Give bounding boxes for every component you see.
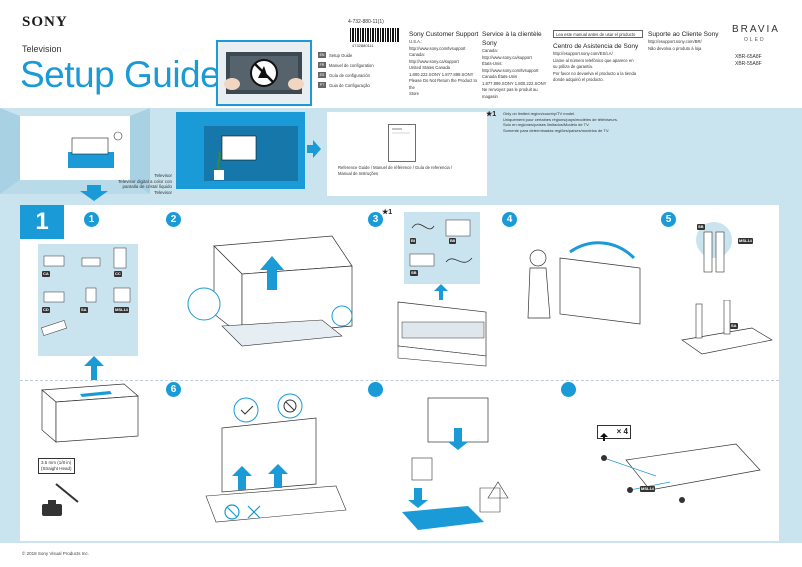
- substep-3: 3: [368, 212, 383, 227]
- part-tag-cc: CC: [114, 271, 122, 277]
- substep-7-marker: [368, 382, 383, 397]
- no-touch-icon: [224, 52, 304, 94]
- shipping-box-illustration: [34, 370, 144, 455]
- star-mark: ★1: [486, 111, 497, 118]
- arrow-down-icon: [80, 185, 108, 206]
- reference-guide-caption: Reference Guide / Manuel de référence / …: [338, 165, 453, 176]
- screw-tag-msl14: MSL14: [640, 486, 655, 492]
- room-illustration: [0, 108, 168, 201]
- lift-box-illustration: [182, 226, 358, 381]
- stand-base-illustration: [672, 299, 776, 375]
- model-list: XBR-65A8F XBR-55A8F: [735, 54, 762, 67]
- barcode-number: 4732880111: [352, 43, 374, 48]
- star-mark-small: ★1: [382, 209, 393, 216]
- page-title: Setup Guide: [20, 54, 221, 95]
- wall-illustration: [176, 112, 305, 189]
- arrow-up-mini-icon: [600, 428, 608, 446]
- substep-6: 6: [166, 382, 181, 397]
- part-tag-ca: CA: [42, 271, 50, 277]
- model-code: 4-732-880-11(1): [348, 19, 384, 25]
- substep-4: 4: [502, 212, 517, 227]
- support-es: Centro de Asistencia de Sony http://esup…: [553, 43, 639, 82]
- dont-touch-screen-photo: [216, 40, 312, 106]
- accessory-tag-bi: BI: [410, 238, 416, 244]
- step-number: 1: [20, 205, 64, 239]
- category-label: Television: [22, 44, 62, 54]
- parts-box: [38, 244, 138, 356]
- stand-parts-illustration: [694, 220, 734, 295]
- substep-1: 1: [84, 212, 99, 227]
- support-en: Sony Customer Support U.S.A.: http://www…: [409, 31, 479, 96]
- read-manual-warning: Lea este manual antes de usar el product…: [553, 30, 643, 38]
- screw-count: × 4: [597, 425, 631, 439]
- part-tag-sa: SA: [80, 307, 88, 313]
- row-divider: [20, 380, 779, 381]
- stand-tag-sa: SA: [730, 323, 738, 329]
- place-tv-illustration: [186, 392, 354, 541]
- substep-2: 2: [166, 212, 181, 227]
- bravia-logo: BRAVIA: [732, 24, 780, 35]
- sony-logo: SONY: [22, 14, 68, 30]
- accessory-tag-bii: BII: [449, 238, 457, 244]
- tv-captions: Televisor Televisor digital a color con …: [118, 173, 173, 195]
- support-pt: Suporte ao Cliente Sony http://esupport.…: [648, 31, 719, 51]
- screwdriver-icon: [38, 480, 98, 525]
- tv-in-box-illustration: [392, 298, 492, 375]
- arrow-right-icon: [307, 140, 321, 163]
- stand-tag-msl14: MSL14: [738, 238, 753, 244]
- stand-tag-sb: SB: [697, 224, 705, 230]
- copyright: © 2018 Sony Visual Products Inc.: [22, 551, 90, 556]
- part-tag-cd: CD: [42, 307, 50, 313]
- accessory-tag-sb: SB: [410, 270, 418, 276]
- substep-5: 5: [661, 212, 676, 227]
- barcode: [350, 28, 400, 42]
- part-tag-msl14: MSL14: [114, 307, 129, 313]
- oled-label: OLED: [744, 37, 766, 43]
- attach-stand-illustration: [388, 388, 558, 543]
- remove-tv-illustration: [520, 228, 654, 343]
- reference-guide-icon: [388, 124, 416, 167]
- screw-stand-illustration: [596, 430, 766, 535]
- substep-8-marker: [561, 382, 576, 397]
- arrow-up-small-icon: [434, 284, 448, 305]
- support-fr: Service à la clientèle Sony Canada: http…: [482, 31, 547, 99]
- star-notes: Only on limited region/country/TV model.…: [503, 111, 618, 133]
- screwdriver-caption: 3.5 mm (1/8 in) (Straight Head): [38, 458, 75, 474]
- arrow-up-icon: [84, 356, 104, 385]
